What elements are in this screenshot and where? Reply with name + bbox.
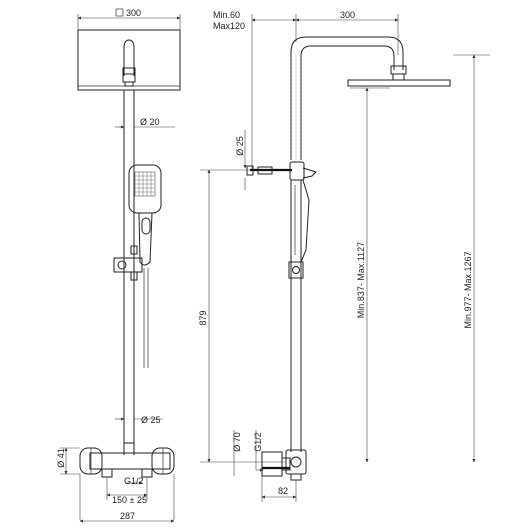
width-label: 287 bbox=[120, 511, 135, 521]
rain-head-square bbox=[77, 29, 181, 91]
arm-length-label: 300 bbox=[340, 10, 355, 20]
valve-outlet-left bbox=[101, 468, 113, 478]
side-slider bbox=[288, 261, 304, 279]
front-inlet-label: G1/2 bbox=[124, 476, 144, 486]
rail-height-label: 879 bbox=[198, 310, 208, 325]
shower-arm-outer bbox=[290, 36, 404, 160]
shower-arm-inner bbox=[300, 45, 395, 160]
slider-bracket bbox=[113, 257, 143, 273]
height-range-1-label: Min.837- Max.1127 bbox=[356, 242, 366, 318]
side-inlet-label: G1/2 bbox=[253, 432, 263, 452]
rail-dia-label: Ø 25 bbox=[141, 415, 161, 425]
rain-head-side bbox=[347, 79, 451, 87]
pipe-dia-label: Ø 20 bbox=[140, 117, 160, 127]
hand-shower-grid bbox=[134, 171, 156, 197]
arm-offset-min-label: Min.60 bbox=[213, 10, 240, 20]
hand-shower-head bbox=[128, 164, 162, 214]
hand-shower-side bbox=[302, 167, 317, 179]
valve-side-body bbox=[261, 451, 283, 477]
front-view: 300 Ø 20 Ø 25 bbox=[56, 8, 181, 523]
bracket-dia-label: Ø 25 bbox=[235, 136, 245, 156]
height-range-2-label: Min.977- Max.1267 bbox=[463, 251, 473, 328]
head-size-label: 300 bbox=[126, 8, 141, 18]
side-view: Min.60 Max120 300 Min.977- Max.1267 Min.… bbox=[198, 10, 490, 502]
head-neck bbox=[123, 39, 135, 76]
depth-label: 82 bbox=[278, 486, 288, 496]
valve-dia-label: Ø 41 bbox=[56, 448, 66, 468]
hand-shower-handle bbox=[138, 212, 153, 266]
valve-side-dia-label: Ø 70 bbox=[232, 432, 242, 452]
square-symbol bbox=[115, 8, 124, 17]
arm-offset-max-label: Max120 bbox=[213, 21, 245, 31]
centers-label: 150 ± 25 bbox=[112, 495, 147, 505]
